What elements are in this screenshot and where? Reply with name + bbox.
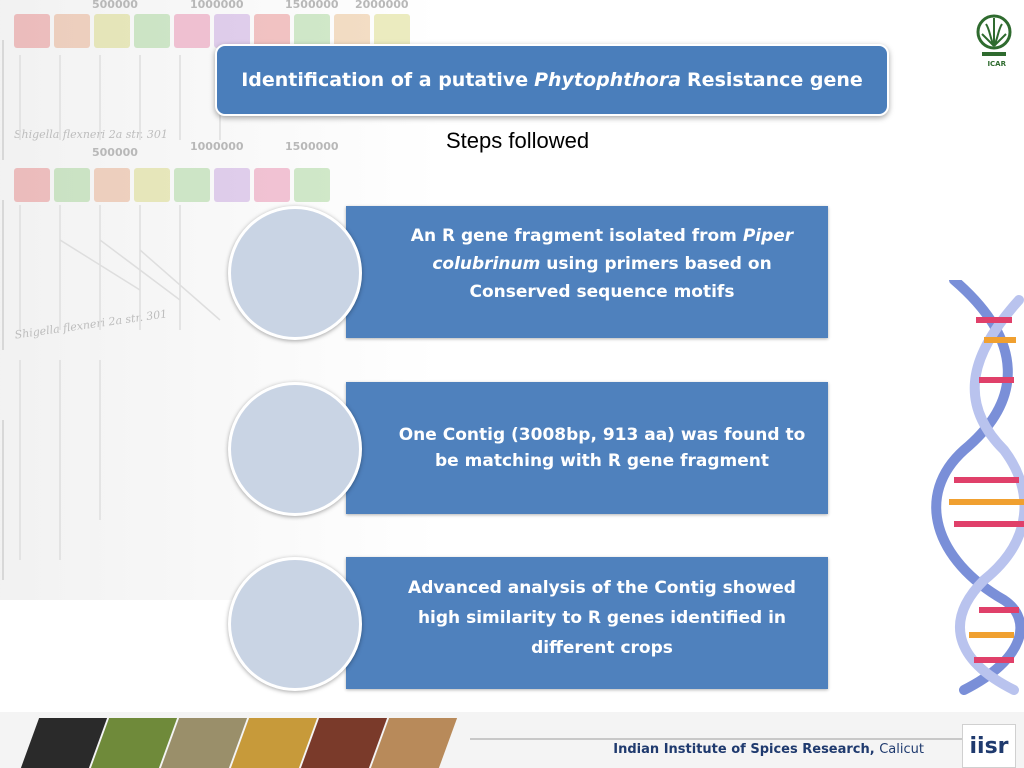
bg-track <box>14 168 330 202</box>
bg-tick: 1500000 <box>285 0 339 11</box>
footer-organization: Indian Institute of Spices Research, Cal… <box>613 742 924 757</box>
bg-tick: 1000000 <box>190 140 244 153</box>
title-text-pre: Identification of a putative <box>241 69 529 91</box>
step-2: One Contig (3008bp, 913 aa) was found to… <box>228 382 828 516</box>
step-panel <box>346 206 828 338</box>
bg-rule <box>2 200 14 350</box>
title-text-post: Resistance gene <box>687 69 863 91</box>
step-1-line3: Conserved sequence motifs <box>469 282 735 302</box>
bg-rule <box>2 40 14 160</box>
step-circle <box>228 382 362 516</box>
step-panel <box>346 557 828 689</box>
step-3: Advanced analysis of the Contig showed h… <box>228 557 828 691</box>
footer-divider <box>470 738 970 740</box>
slide-subtitle: Steps followed <box>446 128 590 153</box>
bg-tick: 500000 <box>92 146 138 159</box>
step-1-italic-genus: Piper <box>742 226 794 246</box>
footer-org-name: Indian Institute of Spices Research, <box>613 742 875 757</box>
spices-image-strip <box>20 718 458 768</box>
step-1-italic-species: colubrinum <box>432 254 541 274</box>
step-2-text: One Contig (3008bp, 913 aa) was found to… <box>398 425 806 471</box>
title-text-italic: Phytophthora <box>534 69 682 91</box>
step-1: An R gene fragment isolated from Piper c… <box>228 206 828 340</box>
bg-tick: 2000000 <box>355 0 409 11</box>
slide-title: Identification of a putative Phytophthor… <box>215 44 889 116</box>
dna-helix-decoration <box>931 280 1024 695</box>
footer-city: Calicut <box>879 742 924 757</box>
step-1-line1: An R gene fragment isolated from <box>410 226 743 246</box>
step-1-line2: using primers based on <box>540 254 772 274</box>
bg-grid-lines <box>19 55 221 560</box>
bg-tick: 500000 <box>92 0 138 11</box>
icar-logo-text: ICAR <box>987 60 1006 68</box>
icar-logo-icon <box>976 14 1012 56</box>
step-3-text: Advanced analysis of the Contig showed h… <box>408 578 796 658</box>
step-panel <box>346 382 828 514</box>
iisr-logo-icon: iisr <box>962 724 1016 768</box>
bg-tick: 1500000 <box>285 140 339 153</box>
bg-rule <box>2 420 14 580</box>
step-1-text: An R gene fragment isolated from Piper c… <box>386 206 818 338</box>
step-circle <box>228 206 362 340</box>
step-circle <box>228 557 362 691</box>
bg-tick: 1000000 <box>190 0 244 11</box>
bg-track <box>14 14 410 48</box>
bg-strain-label: Shigella flexneri 2a str. 301 <box>14 128 168 141</box>
